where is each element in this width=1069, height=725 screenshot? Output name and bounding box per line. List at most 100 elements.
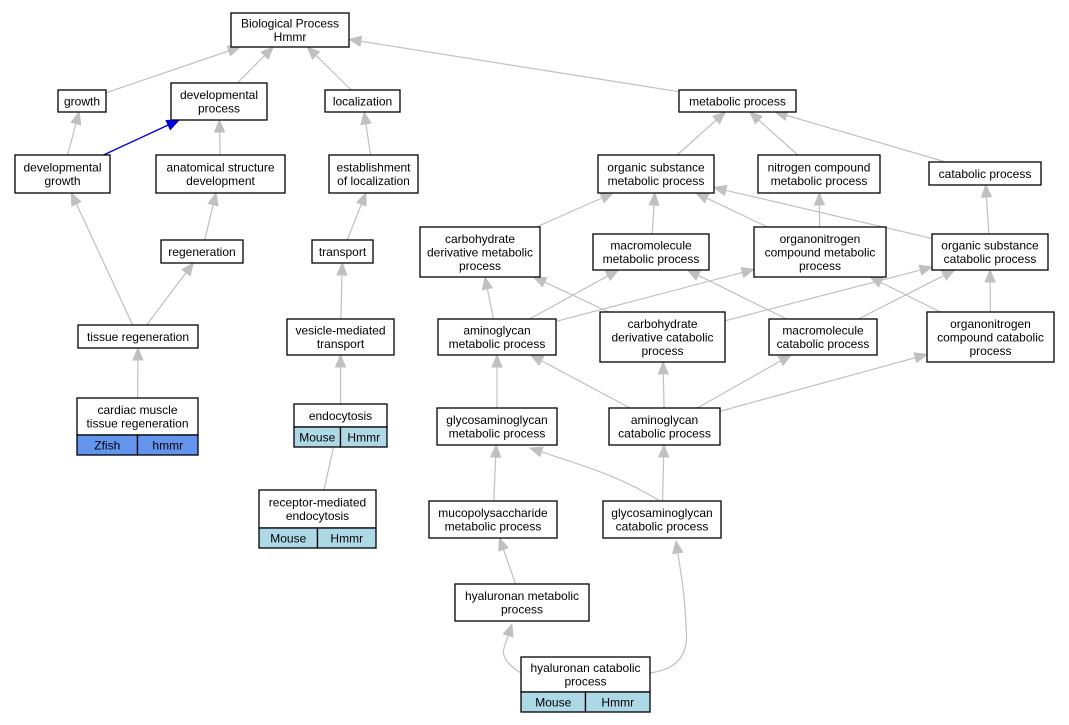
edge-line bbox=[541, 451, 661, 502]
node-label-line: carbohydrate bbox=[445, 232, 515, 246]
edge-cdmp-to-osmp bbox=[536, 192, 615, 228]
node-box bbox=[324, 89, 401, 113]
edge-line bbox=[544, 281, 610, 313]
annotation-label: Hmmr bbox=[330, 531, 363, 545]
node-box bbox=[419, 226, 541, 278]
node-box bbox=[520, 656, 651, 693]
edge-metab-to-root bbox=[347, 35, 680, 93]
edge-arrowhead bbox=[984, 268, 996, 283]
node-label-line: growth bbox=[64, 94, 100, 108]
edge-line bbox=[651, 204, 655, 235]
edge-regen-to-anat bbox=[204, 191, 219, 241]
node-box bbox=[170, 82, 268, 121]
edge-acp-to-amp bbox=[529, 354, 631, 409]
node-regen[interactable]: regeneration bbox=[160, 239, 244, 264]
node-tissreg[interactable]: tissue regeneration bbox=[77, 324, 199, 349]
node-label-line: anatomical structure bbox=[166, 161, 274, 175]
node-label-line: catabolic process bbox=[777, 337, 870, 351]
node-label-line: metabolic process bbox=[603, 252, 700, 266]
edge-ncmp-to-metab bbox=[748, 111, 799, 156]
edge-devgrow-to-growth bbox=[66, 110, 82, 156]
edge-cdcp-to-cdmp bbox=[532, 276, 610, 313]
node-label-line: aminoglycan bbox=[463, 324, 530, 338]
node-catab[interactable]: catabolic process bbox=[928, 161, 1042, 186]
node-box bbox=[160, 239, 244, 264]
node-label-line: macromolecule bbox=[782, 324, 864, 338]
node-box bbox=[599, 311, 726, 363]
edge-mucop-to-gmp bbox=[489, 443, 502, 502]
edge-line bbox=[536, 197, 603, 228]
edge-line bbox=[146, 272, 187, 326]
node-box bbox=[286, 318, 395, 356]
node-local[interactable]: localization bbox=[324, 89, 401, 113]
edge-arrowhead bbox=[604, 269, 620, 282]
edge-arrowhead bbox=[940, 269, 956, 281]
node-label-line: regeneration bbox=[168, 245, 235, 259]
node-label-line: compound catabolic bbox=[937, 330, 1044, 344]
node-metab[interactable]: metabolic process bbox=[678, 89, 797, 113]
node-label-line: transport bbox=[317, 337, 365, 351]
node-box bbox=[768, 318, 878, 356]
node-transp[interactable]: transport bbox=[311, 239, 374, 264]
edge-line bbox=[880, 281, 941, 313]
edge-arrowhead bbox=[657, 443, 670, 458]
node-box bbox=[592, 233, 710, 271]
edge-arrowhead bbox=[657, 360, 670, 375]
node-label-line: catabolic process bbox=[944, 252, 1037, 266]
annotation-cell bbox=[339, 426, 388, 448]
node-box bbox=[77, 324, 199, 349]
node-growth[interactable]: growth bbox=[57, 89, 107, 113]
edge-arrowhead bbox=[532, 276, 548, 288]
node-label-line: organonitrogen bbox=[780, 232, 861, 246]
edge-line bbox=[540, 360, 631, 409]
edge-arrowhead bbox=[748, 111, 763, 125]
annotation-cell bbox=[136, 434, 199, 456]
edge-local-to-root bbox=[306, 46, 352, 91]
node-label-line: macromolecule bbox=[610, 239, 692, 253]
node-box bbox=[57, 89, 107, 113]
node-label-line: catabolic process bbox=[939, 167, 1032, 181]
node-label-line: Hmmr bbox=[274, 30, 307, 44]
node-label-line: hyaluronan metabolic bbox=[465, 589, 579, 603]
edge-acp-to-mcp bbox=[696, 354, 793, 409]
node-label-line: of localization bbox=[337, 174, 410, 188]
node-label-line: development bbox=[186, 174, 255, 188]
node-box bbox=[602, 500, 722, 539]
node-label-line: organic substance bbox=[941, 239, 1039, 253]
edge-arrowhead bbox=[712, 184, 728, 196]
edge-arrowhead bbox=[528, 446, 544, 458]
edge-oscp-to-osmp bbox=[712, 184, 933, 240]
node-label-line: tissue regeneration bbox=[86, 417, 188, 431]
edge-line bbox=[649, 552, 688, 674]
edge-line bbox=[360, 40, 680, 93]
node-label-line: growth bbox=[44, 174, 80, 188]
edge-oncmp-to-ncmp bbox=[813, 191, 826, 228]
node-box bbox=[753, 226, 887, 278]
